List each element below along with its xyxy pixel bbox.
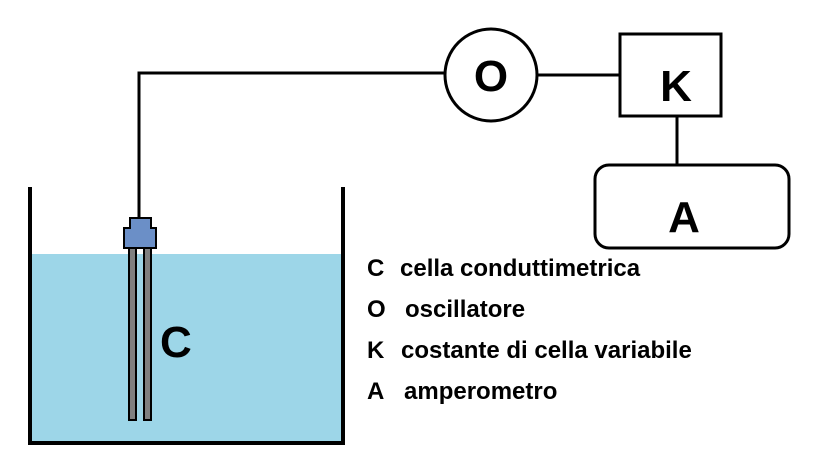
- legend-text-o: oscillatore: [405, 296, 525, 323]
- probe-cap: [123, 217, 157, 249]
- ammeter-box: [593, 163, 791, 250]
- water: [31, 254, 342, 442]
- oscillator-label: O: [474, 52, 508, 101]
- legend-key-c: C: [367, 255, 384, 282]
- legend-text-k: costante di cella variabile: [401, 337, 692, 364]
- constant-box: [618, 32, 723, 118]
- ammeter-label: A: [668, 193, 700, 242]
- legend: C cella conduttimetrica O oscillatore K …: [367, 255, 692, 405]
- constant-label: K: [660, 62, 692, 111]
- legend-text-c: cella conduttimetrica: [400, 255, 641, 282]
- probe-rod-right: [143, 246, 152, 421]
- wire-probe-oscillator: [137, 71, 445, 218]
- legend-key-k: K: [367, 337, 385, 364]
- legend-key-a: A: [367, 378, 384, 405]
- cell-label: C: [160, 318, 192, 367]
- legend-key-o: O: [367, 296, 386, 323]
- legend-text-a: amperometro: [404, 378, 557, 405]
- beaker: [28, 187, 345, 445]
- probe-rod-left: [128, 246, 137, 421]
